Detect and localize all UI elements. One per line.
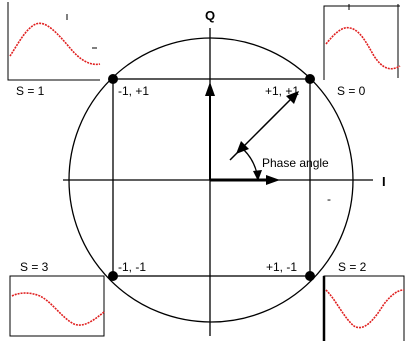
point-top-left [108,74,118,84]
coord-label-top-left: -1, +1 [118,84,149,98]
q-vector-arrowhead [205,82,215,96]
waveform-box-s0 [323,4,401,80]
point-top-right [305,74,315,84]
phase-angle-arc-arrowhead [253,170,262,181]
state-label-s3: S = 3 [20,260,49,274]
waveform-s3 [11,292,105,326]
constellation-square [112,78,311,277]
waveform-box-s3 [9,275,105,337]
phase-vector-tail-arrowhead [236,141,249,154]
coord-label-bottom-right: +1, -1 [266,260,297,274]
stray-mark: - [327,192,331,206]
i-vector-arrowhead [266,175,280,185]
waveform-s0 [325,26,401,70]
q-axis-label: Q [205,8,215,23]
waveform-s1 [9,22,101,66]
phase-angle-label: Phase angle [262,156,329,170]
coord-label-top-right: +1, +1 [265,84,299,98]
waveform-box-s1 [7,2,101,81]
waveform-s2 [325,289,405,329]
state-label-s2: S = 2 [338,260,367,274]
state-label-s0: S = 0 [337,84,366,98]
i-axis-label: I [382,174,386,189]
phase-vector-arrowhead [286,91,299,104]
waveform-box-s2 [322,275,405,341]
point-bottom-right [305,271,315,281]
point-bottom-left [108,271,118,281]
state-label-s1: S = 1 [16,84,45,98]
coord-label-bottom-left: -1, -1 [118,260,146,274]
